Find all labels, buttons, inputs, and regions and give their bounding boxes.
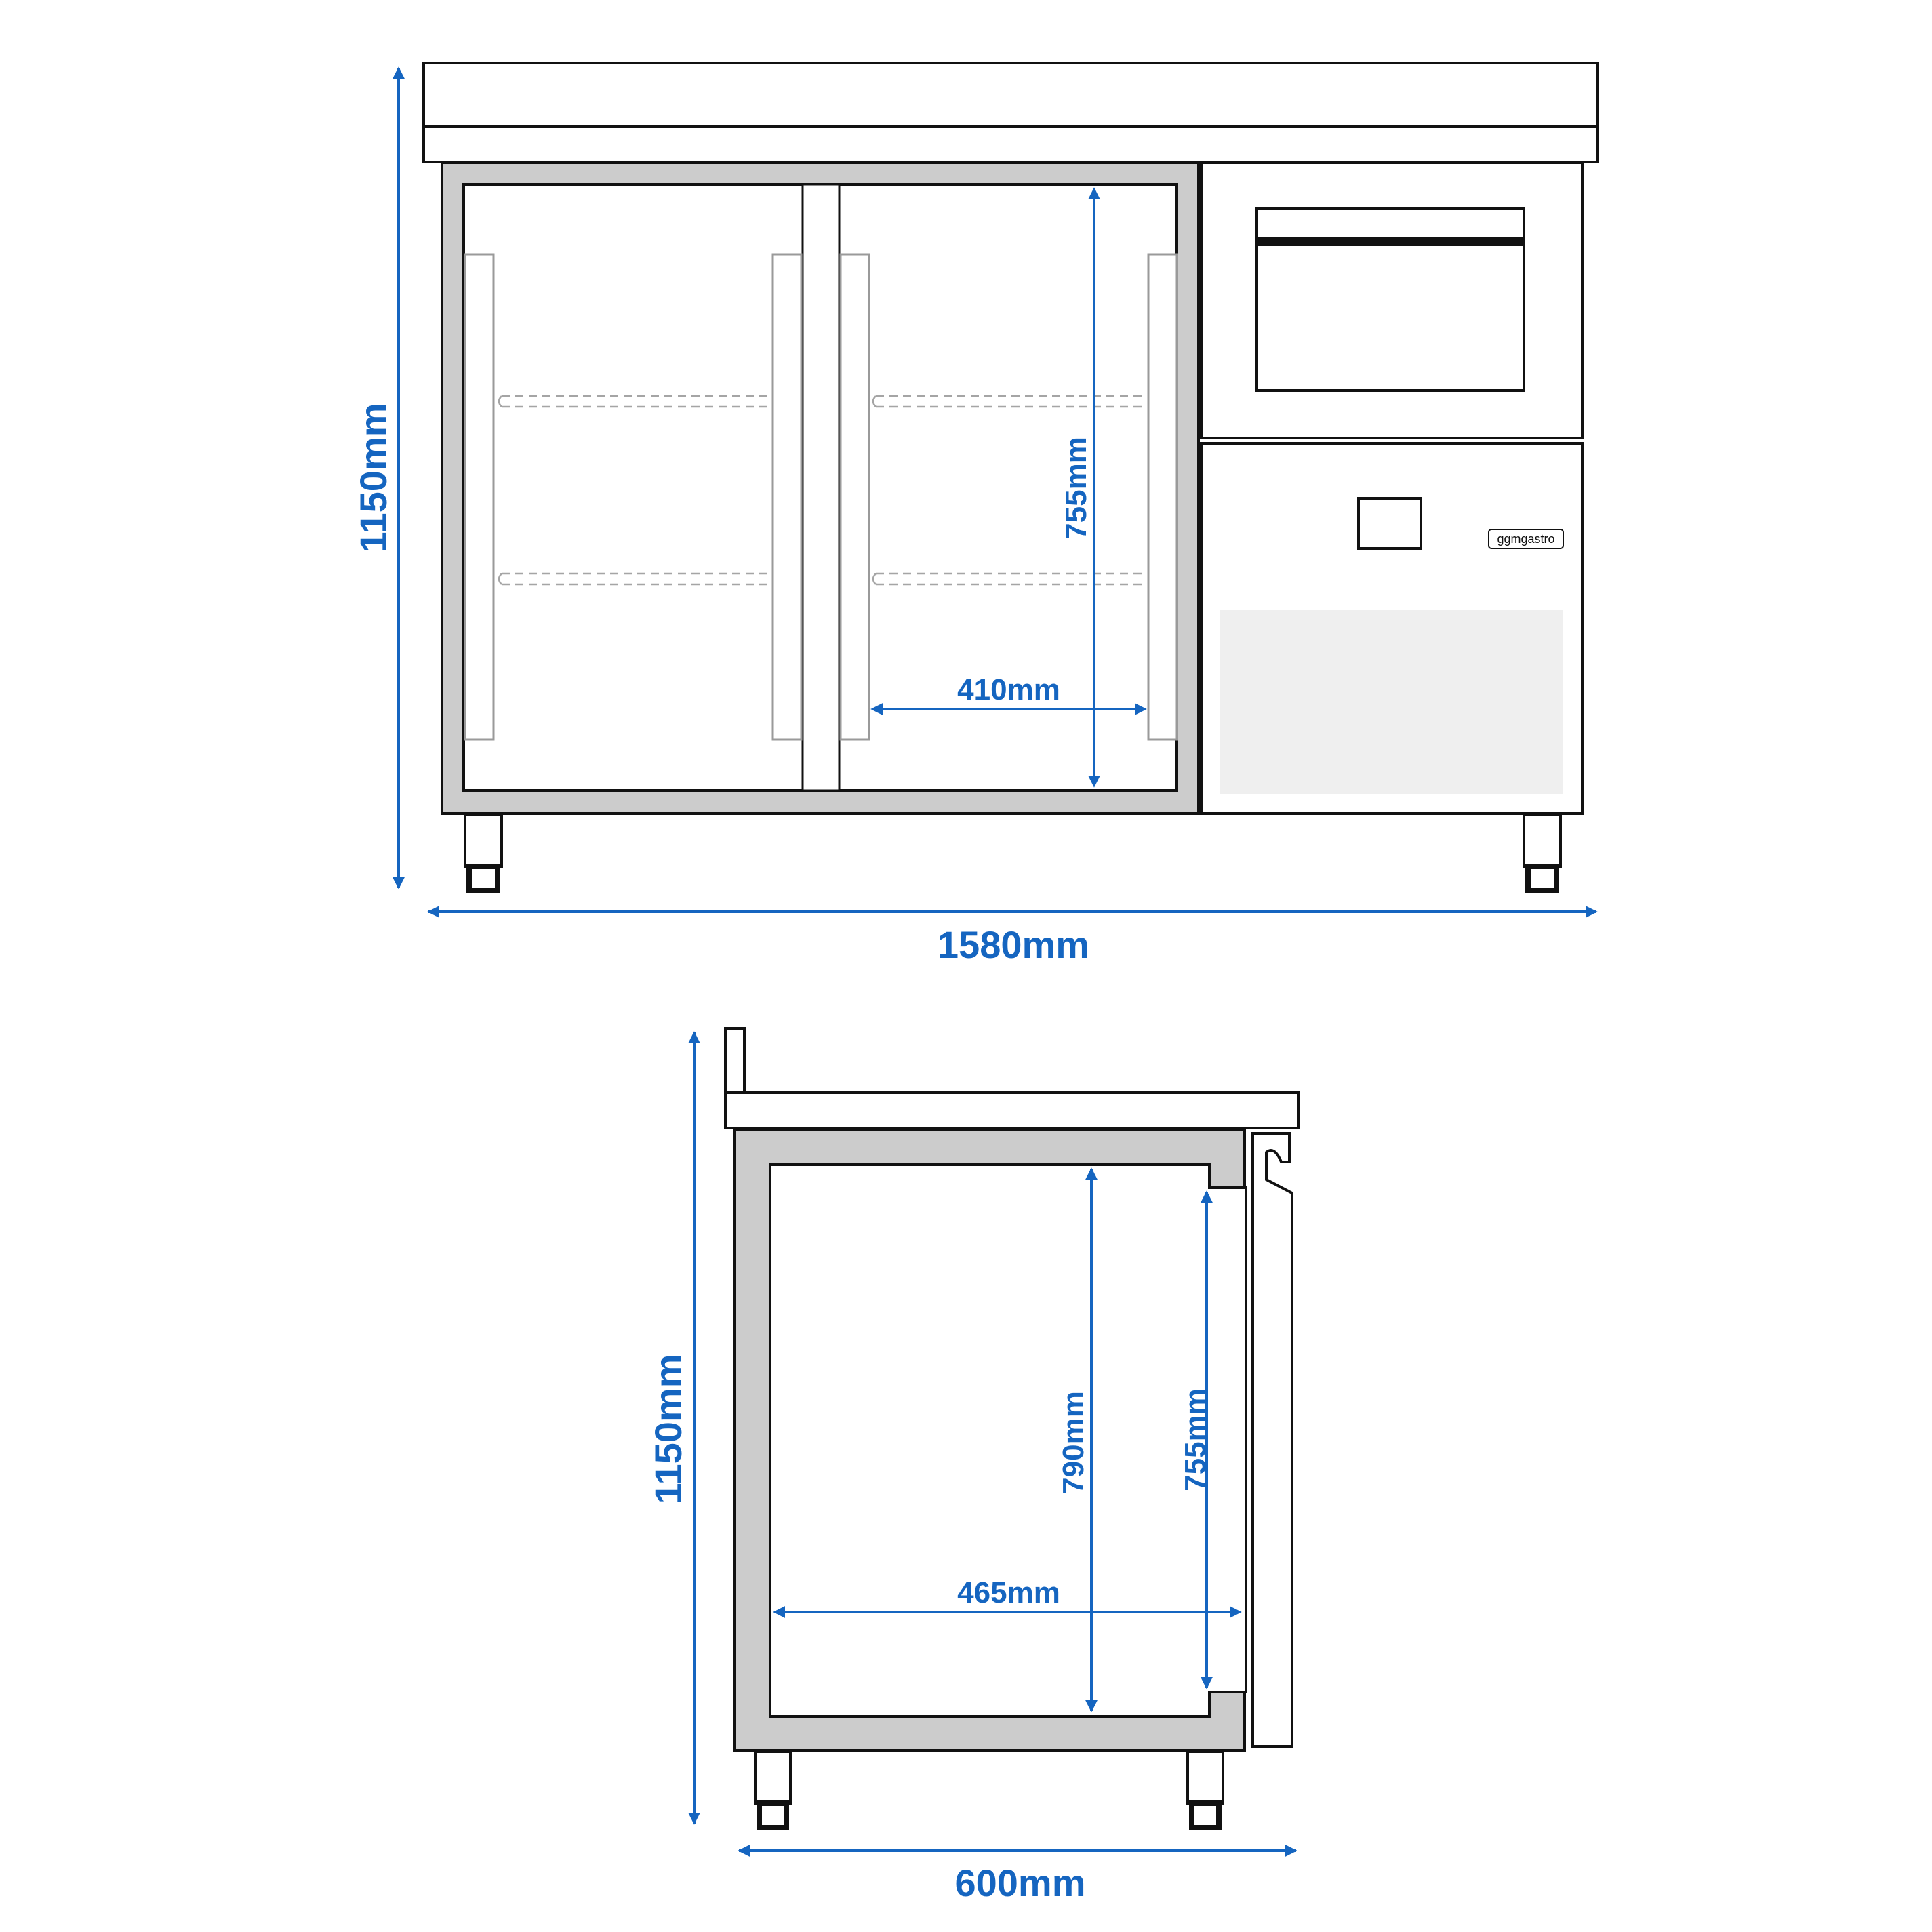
interior-height-label: 790mm — [1057, 1391, 1090, 1494]
side-feet — [754, 1750, 1224, 1830]
brand-logo: ggmgastro — [1488, 529, 1564, 549]
side-height-label: 1150mm — [647, 1354, 689, 1504]
interior-depth-label: 465mm — [957, 1576, 1060, 1609]
side-view: 1150mm 600mm 790mm 755mm 465mm — [647, 1027, 1300, 1904]
front-upstand — [422, 62, 1599, 128]
side-worktop — [724, 1091, 1300, 1129]
ventilation-grille — [1220, 610, 1563, 794]
side-door — [1251, 1132, 1293, 1748]
front-height-label: 1150mm — [352, 403, 395, 552]
control-display — [1357, 497, 1422, 550]
side-interior — [769, 1163, 1247, 1718]
door-handle-left-2 — [771, 253, 803, 741]
front-view: ggmgastro 1150mm 1580mm 755mm 410mm — [352, 62, 1599, 966]
side-upstand — [724, 1027, 746, 1095]
door-handle-left-1 — [464, 253, 495, 741]
door-handle-right-1 — [839, 253, 870, 741]
front-worktop — [422, 125, 1599, 163]
door-height-label: 755mm — [1060, 437, 1093, 540]
front-feet — [464, 813, 1562, 893]
door-width-label: 410mm — [957, 673, 1060, 706]
door-center-mullion — [801, 183, 841, 792]
side-door-height-label: 755mm — [1179, 1388, 1212, 1491]
brand-logo-text: ggmgastro — [1497, 532, 1554, 546]
drawer-handle-bar — [1257, 237, 1524, 246]
door-handle-right-2 — [1147, 253, 1178, 741]
front-width-label: 1580mm — [938, 923, 1089, 966]
side-depth-label: 600mm — [954, 1861, 1085, 1904]
ice-drawer — [1255, 207, 1525, 392]
